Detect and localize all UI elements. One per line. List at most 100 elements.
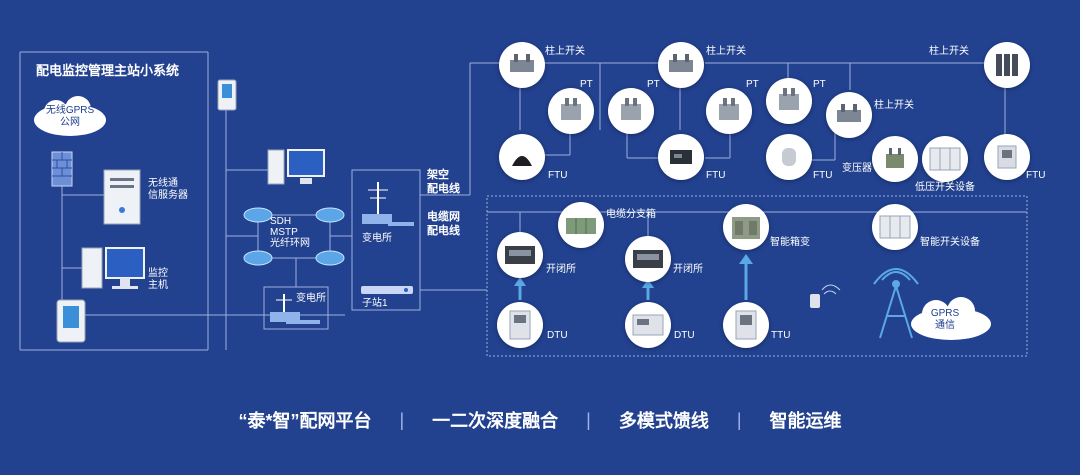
ftu-4-label: FTU	[1026, 170, 1046, 181]
footer-separator: |	[586, 409, 591, 430]
smart-switch-equipment	[872, 204, 918, 250]
pole-switch-1	[499, 42, 545, 88]
footer-item-maintenance: 智能运维	[769, 411, 842, 431]
small-substation-icon	[270, 294, 320, 324]
switchgear-icon	[879, 215, 911, 239]
ftu-icon	[782, 148, 796, 166]
ftu-2-label: FTU	[706, 170, 726, 181]
sub-station-device-icon	[361, 286, 413, 294]
low-voltage-equipment-label: 低压开关设备	[915, 182, 975, 193]
pole-switch-2	[658, 42, 704, 88]
workstation-icon	[267, 149, 325, 185]
wireless-server-label: 无线通 信服务器	[148, 178, 188, 201]
transformer-label: 变压器	[842, 163, 872, 174]
pt-1-label: PT	[580, 79, 593, 90]
ftu-2	[658, 134, 704, 180]
ftu-3	[766, 134, 812, 180]
dtu-1	[497, 302, 543, 348]
switch-station-2	[625, 236, 671, 282]
ttu-icon	[735, 310, 757, 340]
dtu-2-label: DTU	[674, 330, 695, 341]
pt-4	[766, 78, 812, 124]
optical-ring-nodes	[243, 207, 345, 266]
ftu-icon	[997, 145, 1017, 169]
dtu-1-label: DTU	[547, 330, 568, 341]
pt-icon	[621, 98, 641, 120]
pole-switch-4-label: 柱上开关	[929, 46, 969, 57]
pt-icon	[719, 98, 739, 120]
smart-box-transformer	[723, 204, 769, 250]
router-icon	[217, 79, 237, 111]
footer-item-feeder: 多模式馈线	[618, 411, 709, 431]
switch-station-1-label: 开闭所	[546, 264, 576, 275]
ttu	[723, 302, 769, 348]
pt-4-label: PT	[813, 79, 826, 90]
small-substation-label: 变电所	[296, 293, 326, 304]
monitor-host-label: 监控 主机	[148, 268, 168, 291]
pole-switch-1-label: 柱上开关	[545, 46, 585, 57]
main-station-frame	[19, 51, 209, 351]
footer-separator: |	[399, 409, 405, 430]
sub-station-1-label: 子站1	[362, 298, 388, 309]
cable-branch-box-icon	[566, 218, 596, 234]
pole-switch-icon	[996, 54, 1018, 76]
switch-station-1	[497, 232, 543, 278]
footer-slogan: “泰*智”配网平台 | 一二次深度融合 | 多模式馈线 | 智能运维	[0, 404, 1080, 436]
switch-cabinet-icon	[633, 250, 663, 268]
dtu-2	[625, 302, 671, 348]
comm-terminal-icon	[56, 299, 86, 343]
footer-separator: |	[736, 409, 742, 430]
ftu-4	[984, 134, 1030, 180]
pole-switch-icon	[837, 104, 861, 122]
smart-switch-equipment-label: 智能开关设备	[920, 237, 980, 248]
ring-network-label: SDH MSTP 光纤环网	[270, 216, 310, 249]
pole-switch-3	[826, 92, 872, 138]
pt-icon	[561, 98, 581, 120]
pt-1	[548, 88, 594, 134]
ftu-icon	[512, 156, 532, 166]
pole-switch-icon	[669, 54, 693, 72]
ftu-icon	[670, 150, 692, 164]
switchgear-icon	[929, 147, 961, 171]
pole-switch-icon	[510, 54, 534, 72]
main-system-title: 配电监控管理主站小系统	[36, 63, 180, 78]
substation-label: 变电所	[362, 233, 392, 244]
cable-line-label: 电缆网 配电线	[427, 211, 460, 237]
ftu-1	[499, 134, 545, 180]
pole-switch-4	[984, 42, 1030, 88]
smart-box-transformer-label: 智能箱变	[770, 237, 810, 248]
cable-branch-box	[558, 202, 604, 248]
server-icon	[103, 169, 141, 225]
cable-branch-box-label: 电缆分支箱	[606, 209, 656, 220]
box-transformer-icon	[732, 217, 760, 239]
firewall-icon	[51, 151, 73, 187]
pt-2	[608, 88, 654, 134]
gprs-tower-icon	[873, 268, 919, 339]
switch-cabinet-icon	[505, 246, 535, 264]
overhead-line-label: 架空 配电线	[427, 169, 460, 195]
transformer	[872, 136, 918, 182]
monitor-host-icon	[81, 247, 145, 289]
low-voltage-equipment	[922, 136, 968, 182]
pt-2-label: PT	[647, 79, 660, 90]
dtu-icon	[632, 314, 664, 336]
pole-switch-2-label: 柱上开关	[706, 46, 746, 57]
pt-3	[706, 88, 752, 134]
ftu-3-label: FTU	[813, 170, 833, 181]
gprs-comm-label: GPRS 通信	[930, 308, 960, 331]
switch-station-2-label: 开闭所	[673, 264, 703, 275]
transformer-icon	[886, 148, 904, 168]
ttu-label: TTU	[771, 330, 791, 341]
substation-icon	[362, 182, 414, 226]
pt-icon	[779, 88, 799, 110]
cloud-icon	[34, 96, 106, 136]
dtu-icon	[509, 310, 531, 340]
wireless-module-icon	[810, 284, 841, 308]
pt-3-label: PT	[746, 79, 759, 90]
footer-item-platform: “泰*智”配网平台	[238, 411, 372, 431]
gprs-cloud-icon	[911, 297, 991, 340]
ftu-1-label: FTU	[548, 170, 568, 181]
pole-switch-3-label: 柱上开关	[874, 100, 914, 111]
cloud-gprs-label: 无线GPRS 公网	[45, 105, 95, 128]
